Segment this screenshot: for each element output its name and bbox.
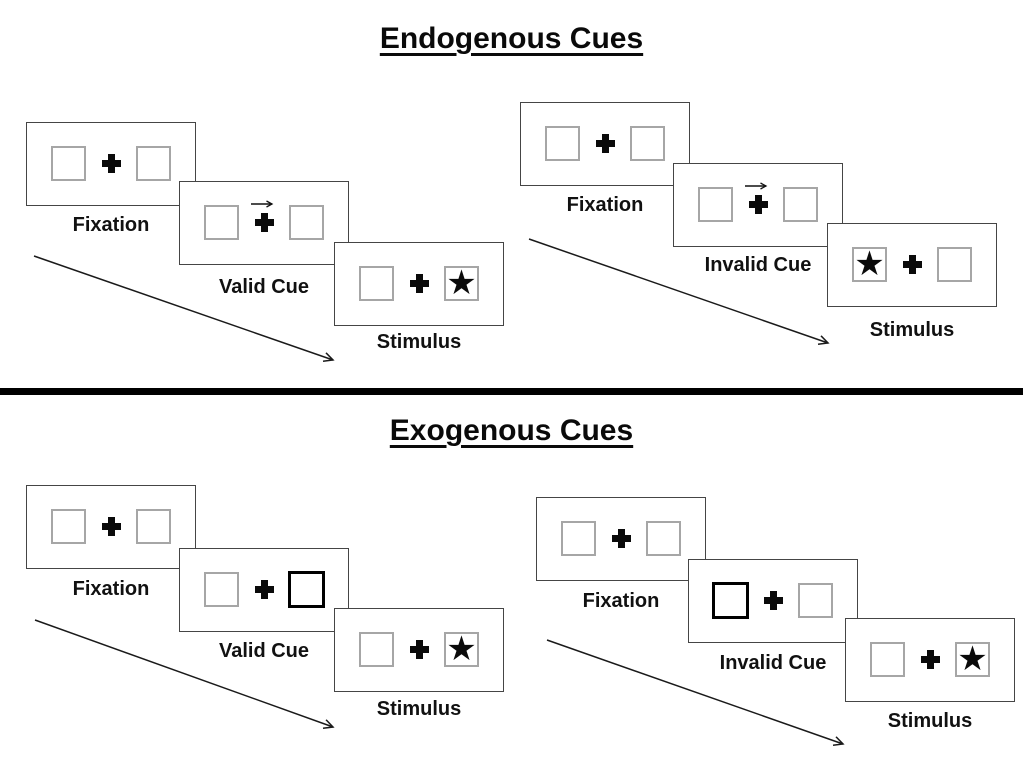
panel-label: Stimulus (376, 698, 462, 720)
target-star-icon: ★ (446, 263, 477, 303)
panel-label: Invalid Cue (719, 652, 827, 674)
placeholder-box (204, 205, 239, 240)
panel-stimulus: ★ (334, 608, 504, 692)
panel-label: Stimulus (376, 331, 462, 353)
panel-label: Stimulus (869, 319, 955, 341)
target-star-icon: ★ (957, 639, 988, 679)
fixation-cross-icon (920, 650, 940, 669)
sequence-order-arrow (34, 619, 333, 727)
placeholder-box (783, 187, 818, 222)
panel-label: Fixation (582, 590, 660, 612)
sequence-order-arrow (33, 255, 333, 360)
panel-label: Fixation (566, 194, 644, 216)
placeholder-box (136, 146, 171, 181)
cue-highlight-box (288, 571, 325, 608)
fixation-cross-icon (409, 274, 429, 293)
target-star-box: ★ (444, 632, 479, 667)
fixation-cross-icon (254, 213, 274, 232)
placeholder-box (359, 632, 394, 667)
fixation-cross-icon (409, 640, 429, 659)
panel-invalid-cue (688, 559, 858, 643)
cue-highlight-box (712, 582, 749, 619)
panel-label: Valid Cue (218, 276, 310, 298)
section-title-endogenous: Endogenous Cues (379, 22, 644, 55)
target-star-icon: ★ (854, 244, 885, 284)
panel-fixation (520, 102, 690, 186)
placeholder-box (698, 187, 733, 222)
section-title-exogenous: Exogenous Cues (389, 414, 634, 447)
placeholder-box (798, 583, 833, 618)
target-star-box: ★ (852, 247, 887, 282)
target-star-box: ★ (444, 266, 479, 301)
panel-valid-cue (179, 181, 349, 265)
panel-valid-cue (179, 548, 349, 632)
fixation-cross-icon (595, 134, 615, 153)
placeholder-box (545, 126, 580, 161)
panel-stimulus: ★ (827, 223, 997, 307)
panel-label: Valid Cue (218, 640, 310, 662)
placeholder-box (646, 521, 681, 556)
fixation-cross-icon (611, 529, 631, 548)
fixation-cross-icon (902, 255, 922, 274)
panel-fixation (26, 122, 196, 206)
placeholder-box (870, 642, 905, 677)
panel-stimulus: ★ (334, 242, 504, 326)
panel-invalid-cue (673, 163, 843, 247)
placeholder-box (289, 205, 324, 240)
placeholder-box (204, 572, 239, 607)
panel-label: Fixation (72, 578, 150, 600)
panel-stimulus: ★ (845, 618, 1015, 702)
section-divider (0, 388, 1023, 395)
placeholder-box (561, 521, 596, 556)
target-star-icon: ★ (446, 629, 477, 669)
fixation-cross-icon (101, 517, 121, 536)
cue-direction-arrow-icon (251, 200, 274, 208)
fixation-cross-icon (748, 195, 768, 214)
fixation-cross-icon (254, 580, 274, 599)
panel-label: Stimulus (887, 710, 973, 732)
placeholder-box (937, 247, 972, 282)
panel-fixation (536, 497, 706, 581)
panel-fixation (26, 485, 196, 569)
placeholder-box (630, 126, 665, 161)
cue-direction-arrow-icon (745, 182, 768, 190)
fixation-cross-icon (763, 591, 783, 610)
panel-label: Invalid Cue (704, 254, 812, 276)
placeholder-box (51, 146, 86, 181)
panel-label: Fixation (72, 214, 150, 236)
placeholder-box (136, 509, 171, 544)
placeholder-box (359, 266, 394, 301)
placeholder-box (51, 509, 86, 544)
target-star-box: ★ (955, 642, 990, 677)
fixation-cross-icon (101, 154, 121, 173)
